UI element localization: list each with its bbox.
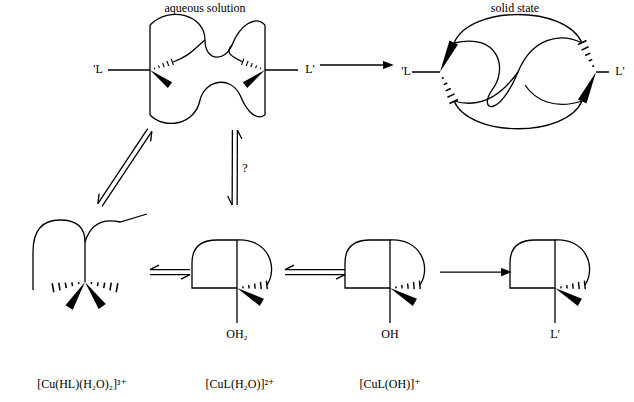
arrow-stroke <box>336 275 345 280</box>
reaction-arrow <box>320 62 392 69</box>
structure-node: OH₂ [CuL(H₂O)]²⁺ <box>190 205 285 400</box>
chemical-label: 'L <box>93 63 103 76</box>
ligand-complex <box>510 240 590 323</box>
arrow-stroke <box>237 130 241 139</box>
aqua-complex <box>192 240 272 323</box>
arrow-stroke <box>150 274 190 275</box>
chemical-label: L' <box>305 63 315 76</box>
equilibrium-arrow <box>228 130 242 205</box>
protonated-complex <box>33 214 147 310</box>
arrow-stroke <box>440 271 501 272</box>
arrow-stroke <box>98 129 148 204</box>
chemical-label: 'L <box>401 65 411 78</box>
solid-dimer <box>412 15 609 129</box>
structure-node: OH [CuL(OH)]⁺ <box>345 205 440 400</box>
chemical-label: OH <box>381 328 398 341</box>
arrow-stroke <box>150 269 190 270</box>
arrow-stroke <box>150 265 159 270</box>
structure-node: L' <box>510 205 605 355</box>
arrow-stroke <box>285 274 345 275</box>
arrow-stroke <box>383 62 392 69</box>
hydroxo-complex <box>345 240 425 323</box>
arrow-stroke <box>181 275 190 280</box>
reaction-arrow <box>440 269 510 276</box>
state-heading: solid state <box>491 2 539 15</box>
structure-node: [Cu(HL)(H₂O)₂]³⁺ <box>20 205 150 400</box>
chemical-label: [CuL(H₂O)]²⁺ <box>206 378 275 391</box>
arrow-stroke <box>228 196 232 205</box>
arrow-stroke <box>231 130 233 205</box>
state-heading: aqueous solution <box>165 2 246 15</box>
arrow-stroke <box>285 269 345 270</box>
chemical-label: OH₂ <box>226 328 248 341</box>
aqueous-dimer <box>108 14 298 123</box>
chemical-label: L' <box>550 328 560 341</box>
chemical-label: L' <box>615 65 625 78</box>
structure-node: aqueous solution 'L L' <box>90 0 320 130</box>
equilibrium-arrow <box>150 265 190 279</box>
structure-node: solid state 'L L' <box>392 0 632 130</box>
arrow-stroke <box>151 131 152 141</box>
chemical-label: [CuL(OH)]⁺ <box>360 378 421 391</box>
edge-label: ? <box>241 160 249 174</box>
arrow-stroke <box>285 265 294 270</box>
equilibrium-arrow <box>98 129 152 207</box>
equilibrium-arrow <box>285 265 345 279</box>
arrow-stroke <box>320 64 383 65</box>
arrow-stroke <box>236 130 238 205</box>
arrow-stroke <box>501 269 510 276</box>
chemical-label: [Cu(HL)(H₂O)₂]³⁺ <box>37 378 127 391</box>
arrow-stroke <box>102 131 152 206</box>
arrow-stroke <box>98 194 99 204</box>
